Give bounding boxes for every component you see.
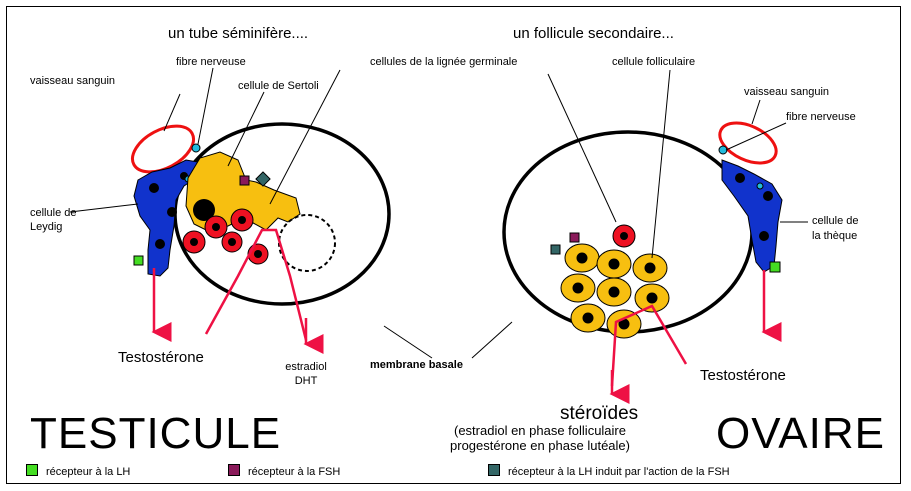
pointer-lines-right bbox=[547, 69, 808, 259]
label-blood-vessel-right: vaisseau sanguin bbox=[744, 86, 830, 98]
nerve-fiber-left bbox=[191, 143, 201, 153]
blood-vessel-left bbox=[131, 124, 195, 174]
legend-swatch-fsh bbox=[228, 464, 240, 476]
lumen-dashed bbox=[278, 214, 336, 272]
lh-induced-receptor-sertoli bbox=[255, 171, 271, 187]
label-nerve-fiber-right: fibre nerveuse bbox=[786, 111, 856, 123]
heading-ovaire: OVAIRE bbox=[716, 409, 886, 458]
label-theca-1: cellule de bbox=[812, 215, 859, 227]
hormone-arrows-left bbox=[151, 228, 324, 354]
label-theca-2: la thèque bbox=[812, 230, 858, 242]
legend-label-fsh: récepteur à la FSH bbox=[248, 466, 341, 478]
label-blood-vessel-left: vaisseau sanguin bbox=[30, 75, 116, 87]
label-steroids: stéroïdes bbox=[560, 403, 639, 424]
blood-vessel-right bbox=[718, 121, 778, 165]
legend-label-lh: récepteur à la LH bbox=[46, 466, 131, 478]
label-basal-membrane: membrane basale bbox=[370, 359, 463, 371]
label-steroids-detail-1: (estradiol en phase folliculaire bbox=[454, 423, 626, 438]
leydig-cells bbox=[133, 159, 199, 277]
pointer-lines-left bbox=[69, 67, 341, 213]
title-ovary: un follicule secondaire... bbox=[513, 25, 674, 42]
legend-swatch-lh bbox=[26, 464, 38, 476]
title-testis: un tube séminifère.... bbox=[168, 25, 309, 42]
fsh-receptor-sertoli bbox=[239, 175, 250, 186]
legend-swatch-lh-induced bbox=[488, 464, 500, 476]
label-testosterone-right: Testostérone bbox=[700, 367, 786, 384]
label-leydig-1: cellule de bbox=[30, 207, 77, 219]
label-germ-line: cellules de la lignée germinale bbox=[370, 56, 518, 68]
legend-fsh-receptor: récepteur à la FSH bbox=[228, 464, 340, 478]
label-steroids-detail-2: progestérone en phase lutéale) bbox=[450, 438, 630, 453]
label-follicular-cell: cellule folliculaire bbox=[612, 56, 696, 68]
label-sertoli-cell: cellule de Sertoli bbox=[238, 80, 319, 92]
legend-label-lh-induced: récepteur à la LH induit par l'action de… bbox=[508, 466, 730, 478]
basal-membrane-pointers bbox=[383, 321, 513, 359]
lh-receptor-right bbox=[769, 261, 781, 273]
heading-testicule: TESTICULE bbox=[30, 409, 282, 458]
label-nerve-fiber-left: fibre nerveuse bbox=[176, 56, 246, 68]
label-dht: DHT bbox=[294, 375, 318, 387]
nerve-fiber-right bbox=[718, 145, 728, 155]
label-testosterone-left: Testostérone bbox=[118, 349, 204, 366]
lh-receptor-left bbox=[133, 255, 144, 266]
legend-lh-receptor: récepteur à la LH bbox=[26, 464, 130, 478]
legend-lh-induced-receptor: récepteur à la LH induit par l'action de… bbox=[488, 464, 730, 478]
label-leydig-2: Leydig bbox=[30, 221, 63, 233]
diagram-frame bbox=[6, 6, 901, 484]
germ-cells bbox=[182, 208, 269, 265]
fsh-receptor-follicle bbox=[569, 232, 580, 243]
label-estradiol: estradiol bbox=[285, 361, 327, 373]
theca-cells bbox=[721, 159, 783, 273]
nerve-fiber-right-2 bbox=[756, 182, 764, 190]
lh-induced-receptor-follicle bbox=[550, 244, 561, 255]
hormone-arrows-right bbox=[609, 270, 782, 404]
